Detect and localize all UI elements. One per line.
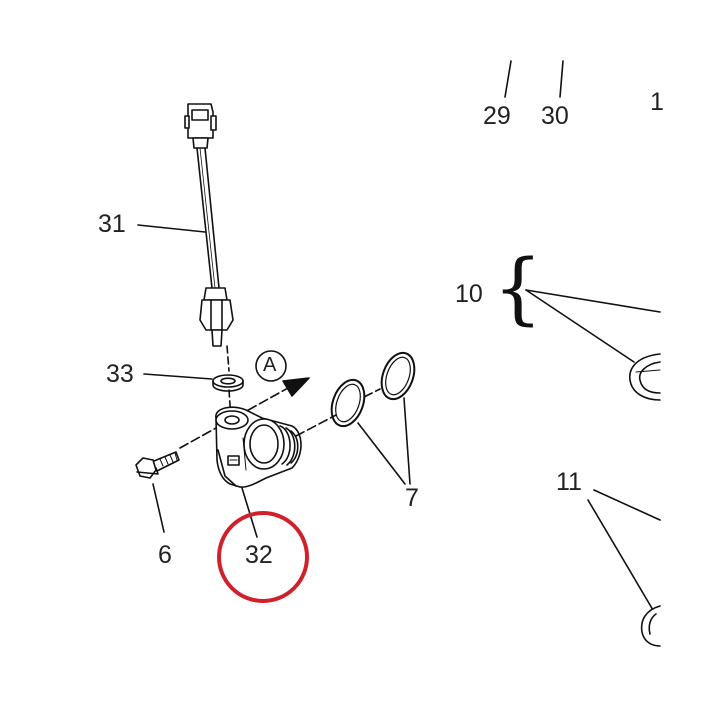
sensor-part-31 bbox=[184, 103, 234, 347]
callout-1: 1 bbox=[650, 88, 664, 116]
highlight-circle bbox=[217, 511, 309, 603]
leader-11a bbox=[593, 489, 661, 521]
leader-31 bbox=[137, 224, 206, 233]
ring-part-10 bbox=[629, 353, 661, 401]
callout-32: 32 bbox=[245, 541, 273, 569]
leader-33 bbox=[143, 373, 213, 380]
part-11 bbox=[640, 605, 661, 647]
bolt-part-6 bbox=[135, 451, 180, 479]
leader-32 bbox=[241, 487, 258, 538]
callout-a-circle bbox=[255, 350, 287, 382]
callout-10: 10 bbox=[455, 280, 483, 308]
callout-6: 6 bbox=[158, 541, 172, 569]
leader-7a bbox=[357, 422, 406, 485]
housing-part-32 bbox=[215, 406, 302, 488]
callout-a: A bbox=[263, 354, 277, 376]
callout-31: 31 bbox=[98, 210, 126, 238]
leader-30 bbox=[559, 60, 564, 98]
leader-10a bbox=[525, 289, 661, 313]
callout-11: 11 bbox=[556, 468, 582, 496]
callout-30: 30 bbox=[541, 102, 569, 130]
leader-10b bbox=[525, 289, 635, 363]
arrow-a-head bbox=[282, 377, 310, 397]
o-rings-part-7 bbox=[330, 351, 416, 428]
callout-10-brace: { bbox=[493, 244, 543, 334]
leader-6 bbox=[152, 483, 165, 533]
callout-29: 29 bbox=[483, 102, 511, 130]
leader-29 bbox=[504, 60, 512, 98]
washer-part-33 bbox=[212, 374, 244, 392]
leader-11b bbox=[587, 499, 654, 611]
callout-7: 7 bbox=[405, 484, 419, 512]
callout-33: 33 bbox=[106, 360, 134, 388]
leader-7b bbox=[403, 397, 411, 485]
